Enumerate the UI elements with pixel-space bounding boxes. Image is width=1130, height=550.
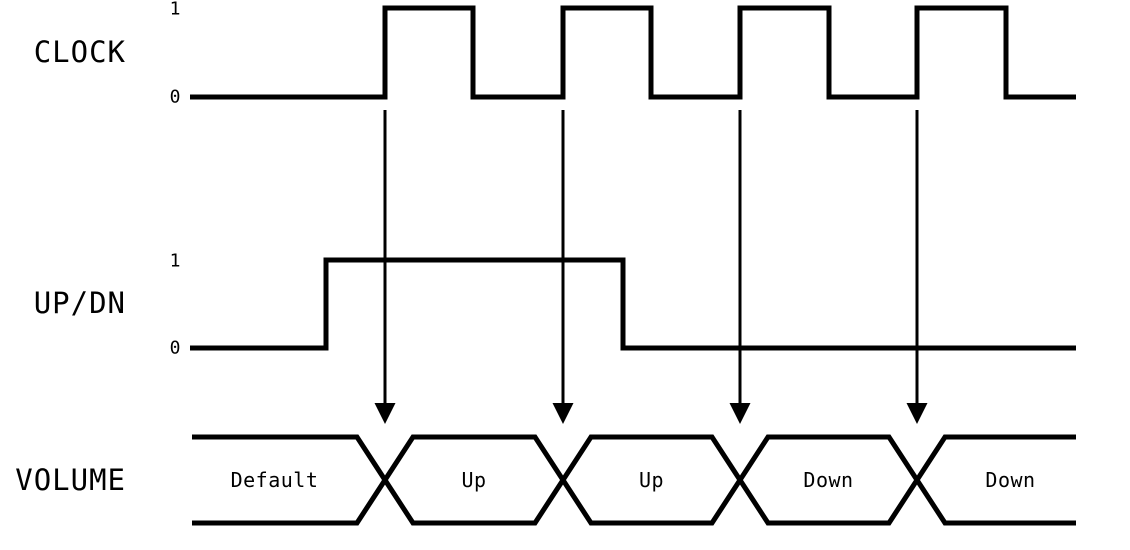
volume-signal-label: VOLUME bbox=[15, 463, 126, 497]
clock-edge-arrow-0 bbox=[374, 110, 396, 424]
clock-level-high-label: 1 bbox=[170, 0, 181, 20]
clock-signal-row: CLOCK 1 0 bbox=[34, 0, 1076, 108]
clock-waveform bbox=[190, 5, 1076, 100]
clock-edge-arrow-3 bbox=[906, 110, 928, 424]
clock-level-low-label: 0 bbox=[170, 87, 181, 108]
volume-value-2: Up bbox=[639, 468, 664, 492]
updn-signal-label: UP/DN bbox=[34, 286, 126, 320]
volume-value-0: Default bbox=[231, 468, 319, 492]
volume-value-3: Down bbox=[803, 468, 853, 492]
volume-value-1: Up bbox=[461, 468, 486, 492]
clock-signal-label: CLOCK bbox=[34, 35, 126, 69]
arrow-head-icon bbox=[374, 403, 396, 424]
volume-bus-line-b bbox=[192, 434, 1076, 526]
updn-signal-row: UP/DN 1 0 bbox=[34, 251, 1076, 359]
updn-level-high-label: 1 bbox=[170, 251, 181, 272]
clock-edge-arrow-1 bbox=[552, 110, 574, 424]
clock-edge-arrow-2 bbox=[729, 110, 751, 424]
updn-level-low-label: 0 bbox=[170, 338, 181, 359]
volume-value-4: Down bbox=[985, 468, 1035, 492]
updn-waveform bbox=[190, 257, 1076, 351]
arrow-head-icon bbox=[729, 403, 751, 424]
volume-bus-row: VOLUME Default Up Up Down Down bbox=[15, 434, 1076, 526]
volume-bus-line-a bbox=[192, 434, 1076, 526]
arrow-head-icon bbox=[552, 403, 574, 424]
clock-edge-arrows bbox=[374, 110, 928, 424]
arrow-head-icon bbox=[906, 403, 928, 424]
